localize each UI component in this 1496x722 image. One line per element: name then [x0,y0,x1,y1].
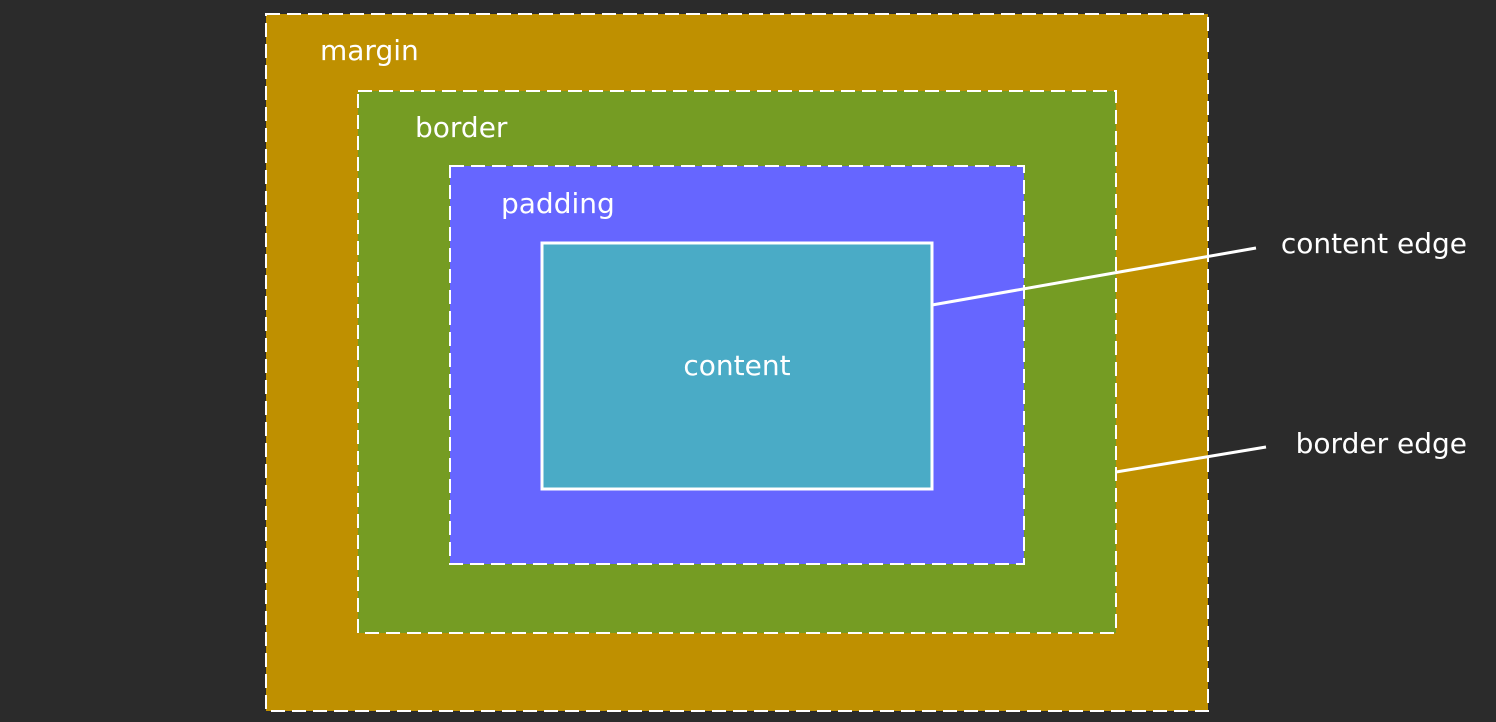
content-label: content [683,349,790,382]
content-edge-leader-line [931,246,1257,307]
margin-label: margin [320,34,419,67]
padding-label: padding [501,187,615,220]
content-box [540,241,934,491]
content-edge-label: content edge [1281,227,1467,260]
border-edge-label: border edge [1296,427,1467,460]
border-edge-leader-line [1115,445,1267,474]
border-label: border [415,111,508,144]
